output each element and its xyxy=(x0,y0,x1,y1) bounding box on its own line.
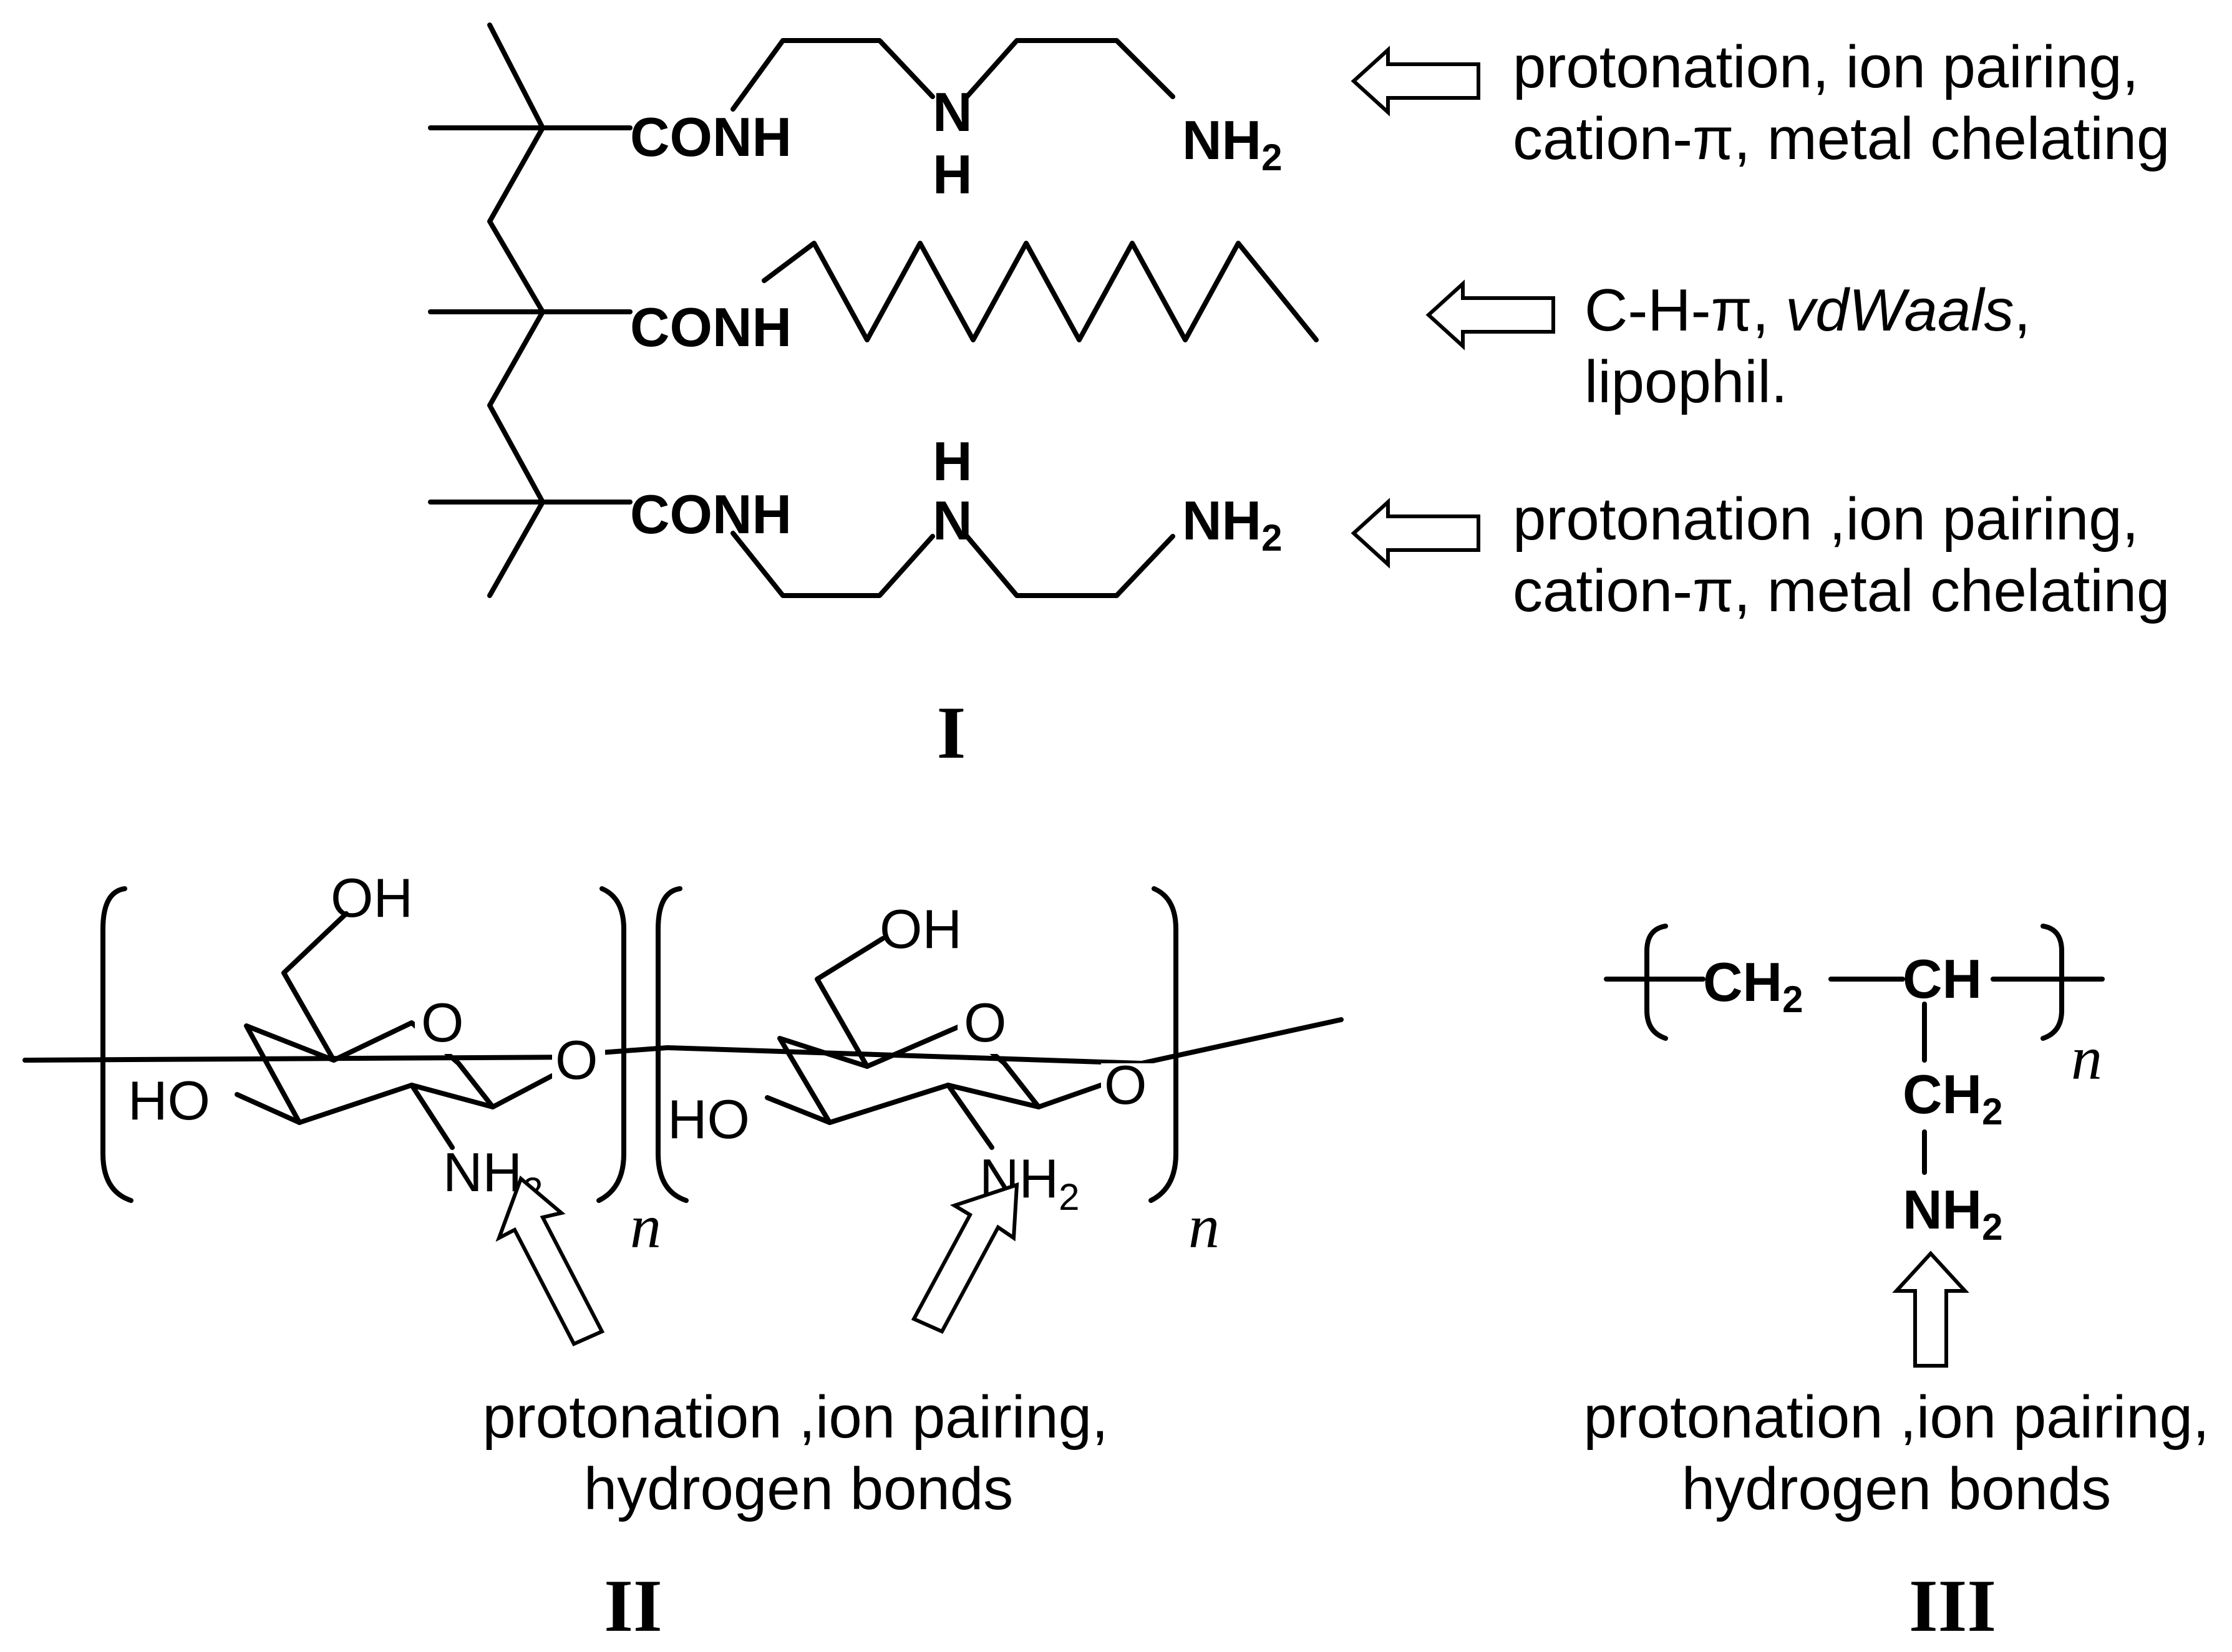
structure-III: CH2 CH CH2 NH2 n protonation ,ion pairin… xyxy=(1583,924,2210,1647)
structure-I-backbone xyxy=(428,22,633,598)
repeat-count-label: n xyxy=(630,1192,661,1261)
up-arrow-icon xyxy=(495,1175,605,1346)
svg-text:C-H-π, vdWaals,: C-H-π, vdWaals, xyxy=(1584,277,2031,344)
repeat-count-label: n xyxy=(1188,1192,1220,1261)
repeat-bracket xyxy=(2040,924,2064,1041)
structure-II-label: II xyxy=(604,1564,662,1647)
amine-n-label: N xyxy=(933,81,973,143)
ring-oxygen-label: O xyxy=(964,992,1006,1053)
left-arrow-icon xyxy=(1351,498,1480,569)
up-arrow-icon xyxy=(911,1182,1019,1334)
svg-text:cation-π, metal chelating: cation-π, metal chelating xyxy=(1513,105,2170,172)
methine-label: CH xyxy=(1903,948,1982,1010)
hydroxyl-label: HO xyxy=(667,1088,750,1150)
repeat-bracket xyxy=(100,886,133,1203)
amide-group-label: CONH xyxy=(630,106,792,168)
hydroxyl-label: OH xyxy=(880,898,962,960)
glycosidic-oxygen-label: O xyxy=(1104,1054,1147,1116)
amine-n-label: N xyxy=(933,490,973,551)
svg-text:hydrogen bonds: hydrogen bonds xyxy=(584,1456,1014,1522)
structure-I-row-3: CONH H N NH2 xyxy=(630,430,1282,598)
structure-II: O OH HO NH2 O O OH HO NH2 O n n xyxy=(22,867,1344,1647)
amine-h-label: H xyxy=(933,430,973,492)
terminal-amine-label: NH2 xyxy=(1182,490,1282,559)
repeat-bracket xyxy=(1644,924,1668,1041)
glucosamine-unit-1: O OH HO NH2 O xyxy=(128,867,605,1212)
structure-I-row-2: CONH xyxy=(630,241,1319,358)
repeat-count-label: n xyxy=(2071,1023,2102,1093)
svg-text:cation-π, metal chelating: cation-π, metal chelating xyxy=(1513,558,2170,624)
hydroxyl-label: OH xyxy=(331,867,413,929)
svg-text:hydrogen bonds: hydrogen bonds xyxy=(1682,1456,2112,1522)
repeat-bracket xyxy=(656,886,689,1203)
structure-I-note-2: C-H-π, vdWaals, lipophil. xyxy=(1584,277,2031,415)
terminal-amine-label: NH2 xyxy=(1182,109,1282,178)
ring-oxygen-label: O xyxy=(421,992,463,1053)
hydroxyl-label: HO xyxy=(128,1070,210,1131)
structure-II-note: protonation ,ion pairing, hydrogen bonds xyxy=(482,1384,1108,1522)
up-arrow-icon xyxy=(1892,1250,1969,1368)
left-arrow-icon xyxy=(1425,279,1555,350)
structure-III-label: III xyxy=(1909,1564,1996,1647)
structure-I-row-1: CONH N H NH2 xyxy=(630,38,1282,205)
structure-I: CONH N H NH2 CONH CONH H N NH2 protonati… xyxy=(428,22,2170,774)
repeat-bracket xyxy=(1148,886,1178,1203)
amide-group-label: CONH xyxy=(630,483,792,545)
structure-III-note: protonation ,ion pairing, hydrogen bonds xyxy=(1583,1384,2209,1522)
amide-group-label: CONH xyxy=(630,296,792,358)
structure-I-label: I xyxy=(937,691,966,774)
glycosidic-oxygen-label: O xyxy=(555,1029,598,1091)
svg-text:protonation ,ion pairing,: protonation ,ion pairing, xyxy=(1583,1384,2209,1451)
svg-text:protonation ,ion pairing,: protonation ,ion pairing, xyxy=(1513,486,2138,553)
amine-label: NH2 xyxy=(1903,1179,2002,1248)
left-arrow-icon xyxy=(1351,46,1480,117)
structure-I-note-3: protonation ,ion pairing, cation-π, meta… xyxy=(1513,486,2170,624)
svg-text:protonation, ion pairing,: protonation, ion pairing, xyxy=(1513,34,2138,100)
structure-I-note-1: protonation, ion pairing, cation-π, meta… xyxy=(1513,34,2170,172)
amine-h-label: H xyxy=(933,143,973,205)
methylene-label: CH2 xyxy=(1703,951,1803,1020)
repeat-bracket xyxy=(596,886,626,1203)
svg-text:protonation ,ion pairing,: protonation ,ion pairing, xyxy=(482,1384,1108,1451)
svg-text:lipophil.: lipophil. xyxy=(1584,349,1788,415)
side-methylene-label: CH2 xyxy=(1903,1063,2002,1133)
